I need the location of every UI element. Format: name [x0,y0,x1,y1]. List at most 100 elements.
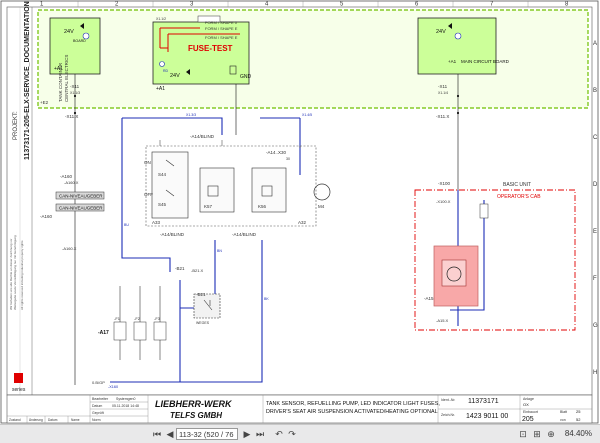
column-number: 4 [265,2,269,8]
a160x-bottom-label: -A160.X [62,246,77,251]
b21-label: -B21 [175,266,185,271]
wire-tag: BK [264,297,269,301]
fuse-f1-label: -F1 [114,316,121,321]
fuse-indicator-icon [159,61,165,67]
a160-bottom-label: -A160 [40,214,53,219]
relay-k57-label: K57 [204,204,213,209]
blatt-value: 25 [576,409,581,414]
switch-s44-label: S44 [158,172,167,177]
relay-housing-outline [145,145,317,227]
row-letter: B [593,88,597,94]
heater-inner-box [441,259,467,287]
relay-feed-lines [159,140,301,148]
seat-heater-motor-icon [446,266,462,282]
a15-label: -A15 [424,296,434,301]
module-a33-label: A33 [152,220,161,225]
column-number: 2 [115,2,119,8]
b21-x-label: -B21.X [191,268,204,273]
cab-fuse-icon [479,203,489,219]
row-letter: F [593,276,597,282]
switch-off-label: OFF [144,192,153,197]
can-sensor-1-label: CAN-NIVEAUGEBER [59,194,103,199]
logo-mark-icon [14,373,23,383]
series-logo: series [12,373,26,393]
a14-blind-bottom-label-2: -A14/BLIND [232,232,257,237]
last-page-icon[interactable]: ⏭ [255,429,265,439]
tank-module-indicator-icon [82,32,90,40]
von-value: 52 [576,417,581,422]
row-letter: A [593,41,597,47]
fit-width-icon[interactable]: ⊞ [533,429,541,439]
company-name-line1: LIEBHERR-WERK [155,399,233,409]
relay-k57-box [199,167,235,213]
rev-header: Name [71,418,80,422]
switch-on-label: ON [144,160,151,165]
main-connector-bottom: -X11.X [436,114,449,119]
a14-x30-pin: 30 [286,157,290,161]
project-number: 11373171-205-ELX-SERVICE_DOCUMENTATION [24,1,31,160]
wire-color-tags: X1.3/3 X1.4/5 BU BK BN RD [124,69,312,301]
fuse-f1-icon [113,321,127,341]
basic-unit-title: BASIC UNIT [503,182,531,188]
zoom-in-icon[interactable]: ⊕ [547,429,555,439]
rev-header: Änderung [29,418,43,422]
main-module-voltage: 24V [436,29,446,35]
x100-label: -X100 [438,181,451,186]
zoom-level[interactable]: 84.40% [564,429,592,438]
von-label: von [560,418,566,422]
fuse-block-a17: -A17 -F1 -F2 -F3 0.B/GP -X160 [92,286,167,389]
logo-text: series [12,387,26,393]
next-page-icon[interactable]: ▶ [243,429,251,439]
page-number-input[interactable]: 113-32 (520 / 76 [176,428,238,440]
column-number: 1 [40,2,44,8]
fuse-icon [197,15,221,23]
module-a32-label: A32 [298,220,307,225]
tank-module-terminal-icon [80,23,84,29]
fuse-module-ref: +A1 [156,86,165,92]
a14-blind-bottom-label-1: -A14/BLIND [160,232,185,237]
fuse-form-3: FORM / SHAPE E [205,35,238,40]
forward-icon[interactable]: ↷ [288,429,296,439]
company-name-line2: TELFS GMBH [170,411,222,420]
relay-k56-label: K56 [258,204,267,209]
fuse-terminal-icon [186,69,190,75]
zeich-value: 1423 9011 00 [466,413,508,420]
column-number: 8 [565,2,569,8]
row-letter: D [593,182,598,188]
title-block-grid [7,395,592,423]
row-letter: C [593,135,598,141]
can-level-sensors: -A160 -A160.X CAN-NIVEAUGEBER CAN-NIVEAU… [40,174,105,251]
operators-cab-boundary [414,189,576,331]
switch-contact-icon [165,159,175,197]
fit-page-icon[interactable]: ⊡ [519,429,527,439]
tank-container-module: 24V BOARD +A1 TANK CONTAINER CENTRAL ELE… [40,17,101,119]
operators-cab-label: OPERATOR'S CAB [497,194,541,200]
b21-type-label: WEGES [196,321,210,325]
column-number: 7 [490,2,494,8]
main-connector-label: -X11 [438,84,448,89]
bearbeiter-label: Bearbeiter [92,397,109,401]
fuse-module-pin: X1.1/2 [156,17,166,21]
row-letter: H [593,370,597,376]
b21-sensor-icon [203,299,213,311]
wire-tag: BN [217,249,222,253]
previous-page-icon[interactable]: ◀ [166,429,174,439]
fuse-test-red-wiring [159,27,240,52]
rev-header: Datum [48,418,58,422]
trunk-wires [74,74,459,385]
page-number: 205 [522,416,534,423]
fuse-form-1: FORM / SHAPE 0 [205,20,238,25]
sheet-description-line1: TANK SENSOR, REFUELLING PUMP, LED INDICA… [266,401,440,407]
basic-unit-group: BASIC UNIT OPERATOR'S CAB -X100 -X100.X … [414,181,576,331]
back-icon[interactable]: ↶ [275,429,283,439]
copyright-group: Wir behalten uns alle Rechte an dieser Z… [9,235,17,310]
first-page-icon[interactable]: ⏮ [152,429,162,439]
connector-dots [73,94,460,115]
geprueft-label: Geprüft [92,411,104,415]
wire-tag: BU [124,223,129,227]
column-number: 5 [340,2,344,8]
fuse-block-wires [119,286,161,360]
schematic-sheet: 1 2 3 4 5 6 7 8 A B C D E F G H PROJEKT:… [0,0,599,424]
column-number: 3 [190,2,194,8]
ground-terminal-icon [229,65,237,75]
